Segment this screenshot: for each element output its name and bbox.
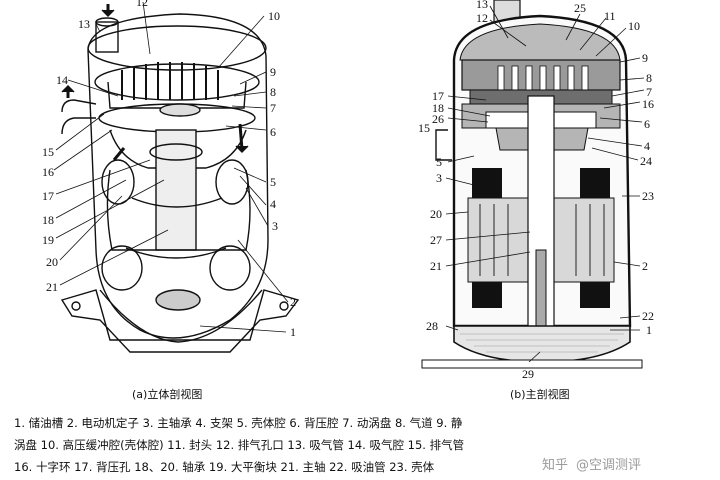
right-label-1: 1	[646, 323, 652, 337]
left-label-2: 2	[290, 295, 296, 309]
right-label-21: 21	[430, 259, 442, 273]
right-label-18: 18	[432, 101, 444, 115]
right-label-26: 26	[432, 112, 444, 126]
right-label-29: 29	[522, 367, 534, 381]
right-label-2: 2	[642, 259, 648, 273]
left-label-18: 18	[42, 213, 54, 227]
left-label-15: 15	[42, 145, 54, 159]
parts-legend: 1. 储油槽 2. 电动机定子 3. 主轴承 4. 支架 5. 壳体腔 6. 背…	[14, 412, 714, 478]
left-label-16: 16	[42, 165, 54, 179]
left-label-12: 12	[136, 0, 148, 9]
left-label-6: 6	[270, 125, 276, 139]
watermark-author: @空调测评	[576, 458, 642, 473]
left-label-21: 21	[46, 280, 58, 294]
right-label-6: 6	[644, 117, 650, 131]
left-label-13: 13	[78, 17, 90, 31]
right-label-16: 16	[642, 97, 654, 111]
right-label-11: 11	[604, 9, 616, 23]
left-label-8: 8	[270, 85, 276, 99]
left-label-10: 10	[268, 9, 280, 23]
left-label-17: 17	[42, 189, 54, 203]
right-label-4: 4	[644, 139, 650, 153]
left-label-19: 19	[42, 233, 54, 247]
left-label-4: 4	[270, 197, 276, 211]
left-label-7: 7	[270, 101, 276, 115]
right-label-7: 7	[646, 85, 652, 99]
right-label-15: 15	[418, 121, 430, 135]
left-label-3: 3	[272, 219, 278, 233]
right-label-3: 3	[436, 171, 442, 185]
right-label-12: 12	[476, 11, 488, 25]
right-label-8: 8	[646, 71, 652, 85]
right-label-5: 5	[436, 155, 442, 169]
right-label-9: 9	[642, 51, 648, 65]
legend-line-2: 涡盘 10. 高压缓冲腔(壳体腔) 11. 封头 12. 排气孔口 13. 吸气…	[14, 438, 465, 452]
right-label-17: 17	[432, 89, 444, 103]
right-label-25: 25	[574, 1, 586, 15]
right-label-10: 10	[628, 19, 640, 33]
right-caption: (b)主剖视图	[510, 388, 570, 401]
left-label-5: 5	[270, 175, 276, 189]
watermark: 知乎 @空调测评	[542, 454, 641, 473]
legend-line-3: 16. 十字环 17. 背压孔 18、20. 轴承 19. 大平衡块 21. 主…	[14, 460, 435, 474]
right-label-13: 13	[476, 0, 488, 11]
right-label-24: 24	[640, 154, 652, 168]
legend-line-1: 1. 储油槽 2. 电动机定子 3. 主轴承 4. 支架 5. 壳体腔 6. 背…	[14, 416, 463, 430]
left-label-9: 9	[270, 65, 276, 79]
right-label-20: 20	[430, 207, 442, 221]
left-caption: (a)立体剖视图	[132, 388, 203, 401]
left-label-1: 1	[290, 325, 296, 339]
right-label-28: 28	[426, 319, 438, 333]
right-label-23: 23	[642, 189, 654, 203]
right-label-27: 27	[430, 233, 442, 247]
watermark-platform: 知乎	[542, 458, 569, 473]
left-label-20: 20	[46, 255, 58, 269]
right-label-22: 22	[642, 309, 654, 323]
left-label-14: 14	[56, 73, 68, 87]
